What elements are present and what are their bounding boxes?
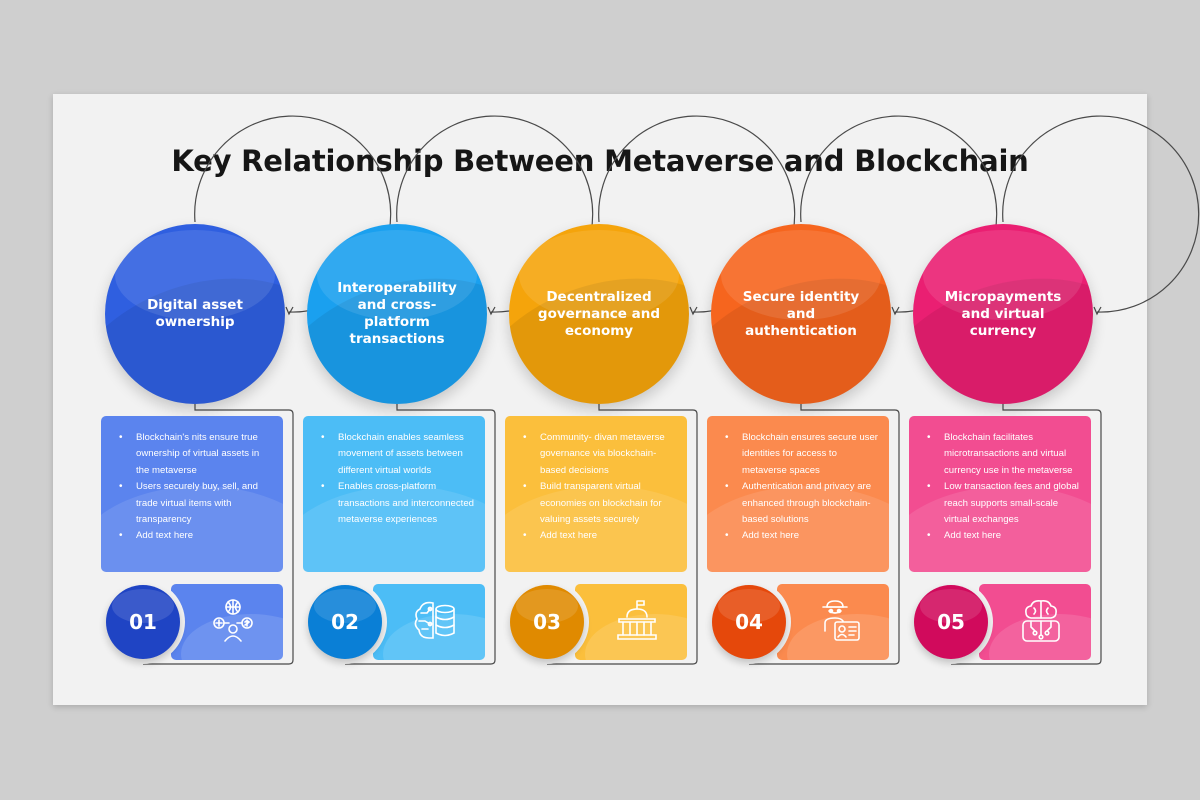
page-title: Key Relationship Between Metaverse and B… (171, 144, 1029, 178)
bullet-item: Blockchain's nits ensure true ownership … (113, 430, 273, 479)
slide: Key Relationship Between Metaverse and B… (53, 94, 1200, 705)
hacker-id-card-icon (822, 600, 860, 641)
step-card-5: Blockchain facilitates microtransactions… (909, 416, 1091, 572)
government-building-icon (617, 600, 657, 640)
bullet-item: Enables cross-platform transactions and … (315, 479, 475, 528)
step-column-5: Micropayments and virtual currency Block… (909, 94, 1200, 705)
step-heading: Interoperability and cross-platform tran… (337, 280, 457, 347)
step-circle-4: Secure identity and authentication (711, 224, 891, 404)
brain-database-icon (414, 601, 455, 639)
bullet-list: Blockchain enables seamless movement of … (315, 430, 475, 528)
network-people-icon (213, 599, 253, 642)
bullet-list: Blockchain ensures secure user identitie… (719, 430, 879, 545)
step-column-4: Secure identity and authentication Block… (707, 94, 998, 705)
bullet-list: Blockchain facilitates microtransactions… (921, 430, 1081, 545)
step-number-1: 01 (106, 585, 180, 659)
step-circle-3: Decentralized governance and economy (509, 224, 689, 404)
step-heading: Micropayments and virtual currency (944, 288, 1062, 339)
bullet-item: Blockchain enables seamless movement of … (315, 430, 475, 479)
bullet-item: Add text here (113, 528, 273, 545)
bullet-item: Community- divan metaverse governance vi… (517, 430, 677, 479)
connector-outline (951, 115, 1200, 665)
bullet-item: Low transaction fees and global reach su… (921, 479, 1081, 528)
bullet-item: Build transparent virtual economies on b… (517, 479, 677, 528)
step-circle-5: Micropayments and virtual currency (913, 224, 1093, 404)
bullet-item: Add text here (517, 528, 677, 545)
step-heading: Decentralized governance and economy (537, 288, 661, 339)
step-column-2: Interoperability and cross-platform tran… (303, 94, 594, 705)
step-number-5: 05 (914, 585, 988, 659)
step-card-2: Blockchain enables seamless movement of … (303, 416, 485, 572)
step-circle-1: Digital asset ownership (105, 224, 285, 404)
bullet-list: Community- divan metaverse governance vi… (517, 430, 677, 545)
step-column-3: Decentralized governance and economy Com… (505, 94, 796, 705)
step-card-4: Blockchain ensures secure user identitie… (707, 416, 889, 572)
step-number-3: 03 (510, 585, 584, 659)
icon-band-4 (777, 584, 889, 660)
step-circle-2: Interoperability and cross-platform tran… (307, 224, 487, 404)
step-heading: Digital asset ownership (147, 297, 243, 330)
step-number-4: 04 (712, 585, 786, 659)
brain-chip-icon (1022, 600, 1060, 642)
bullet-item: Users securely buy, sell, and trade virt… (113, 479, 273, 528)
bullet-item: Add text here (921, 528, 1081, 545)
bullet-item: Blockchain ensures secure user identitie… (719, 430, 879, 479)
icon-band-1 (171, 584, 283, 660)
step-number-2: 02 (308, 585, 382, 659)
step-column-1: Digital asset ownership Blockchain's nit… (101, 94, 392, 705)
bullet-list: Blockchain's nits ensure true ownership … (113, 430, 273, 545)
bullet-item: Authentication and privacy are enhanced … (719, 479, 879, 528)
step-card-3: Community- divan metaverse governance vi… (505, 416, 687, 572)
step-heading: Secure identity and authentication (742, 288, 860, 339)
bullet-item: Blockchain facilitates microtransactions… (921, 430, 1081, 479)
bullet-item: Add text here (719, 528, 879, 545)
step-card-1: Blockchain's nits ensure true ownership … (101, 416, 283, 572)
